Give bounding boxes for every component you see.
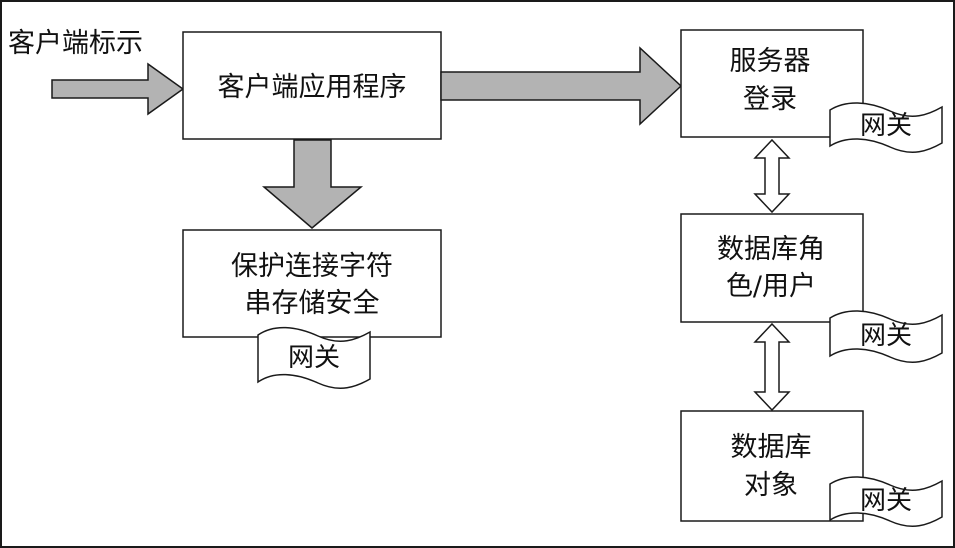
gateway-shape [829, 310, 943, 363]
gateway-label: 网关 [860, 111, 912, 141]
protect-label-line-1: 保护连接字符 [231, 251, 393, 282]
server-gateway: 网关 [829, 102, 943, 153]
input-arrow [51, 62, 185, 116]
client-to-server-arrow [440, 46, 683, 126]
db-role-label-line-2: 色/用户 [726, 271, 816, 302]
db-role-db-object-double-arrow [753, 322, 791, 412]
protect-gateway: 网关 [257, 326, 371, 389]
db-object-label-line-1: 数据库 [731, 432, 812, 463]
server-db-role-double-arrow [753, 138, 791, 214]
server-login-label-line-2: 登录 [743, 84, 797, 115]
db-role-label-line-1: 数据库角 [717, 234, 825, 265]
protect-label-line-2: 串存储安全 [245, 288, 380, 319]
double-arrow-shape [753, 322, 791, 412]
gateway-shape [829, 476, 943, 527]
server-login-label-line-1: 服务器 [730, 46, 811, 77]
client-app-label: 客户端应用程序 [218, 72, 407, 103]
gateway-shape [257, 326, 371, 389]
client-to-protect-arrow [261, 139, 364, 229]
gateway-label: 网关 [288, 343, 340, 373]
gateway-shape [829, 102, 943, 153]
protect-box [182, 229, 442, 338]
db-role-gateway: 网关 [829, 310, 943, 363]
double-arrow-shape [753, 138, 791, 214]
input-label: 客户端标示 [8, 28, 143, 59]
gateway-label: 网关 [860, 321, 912, 351]
client-app-box [182, 31, 442, 140]
db-object-gateway: 网关 [829, 476, 943, 527]
db-object-label-line-2: 对象 [744, 470, 798, 501]
db-role-box [680, 213, 864, 323]
gateway-label: 网关 [860, 486, 912, 516]
